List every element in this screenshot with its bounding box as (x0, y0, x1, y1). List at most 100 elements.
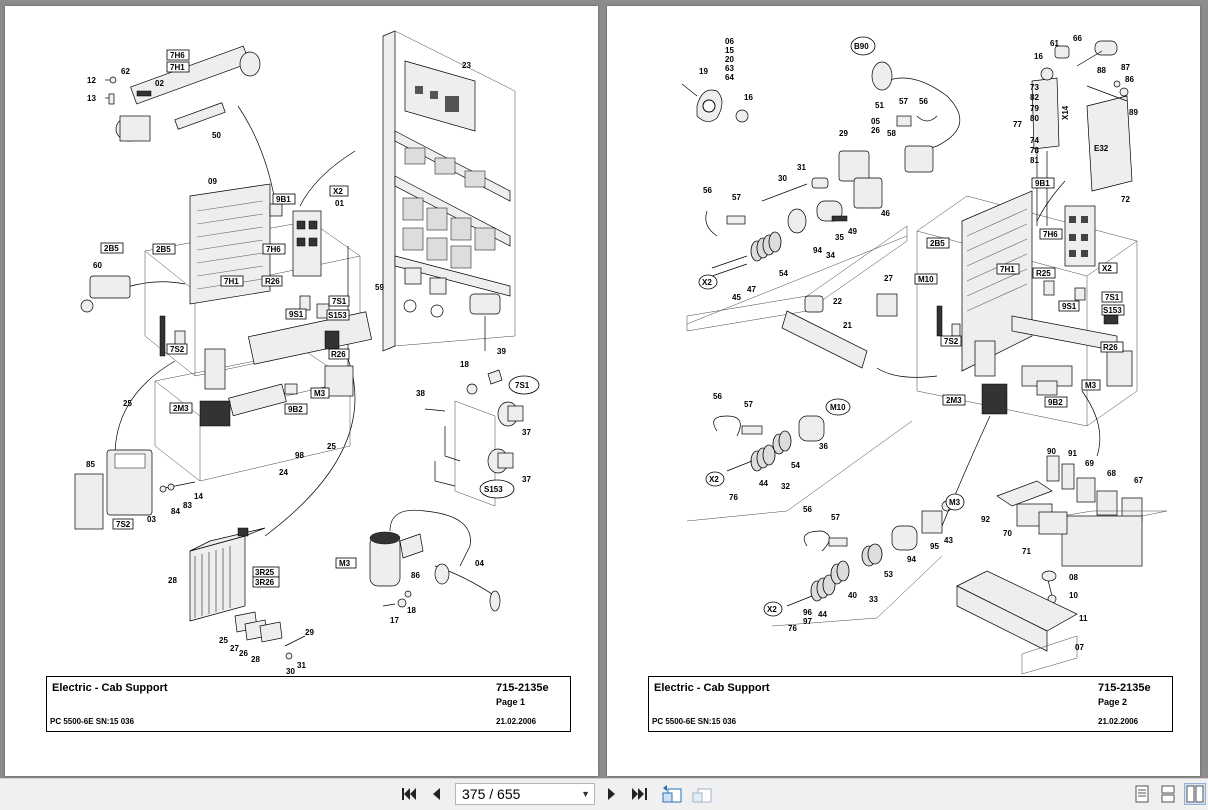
go-forward-button[interactable] (690, 783, 714, 805)
back-view-icon (662, 785, 682, 803)
svg-text:87: 87 (1121, 63, 1130, 72)
svg-text:80: 80 (1030, 114, 1039, 123)
svg-text:7H1: 7H1 (1000, 265, 1015, 274)
svg-text:25: 25 (327, 442, 336, 451)
svg-text:78: 78 (1030, 146, 1039, 155)
svg-text:38: 38 (416, 389, 425, 398)
chevron-down-icon[interactable]: ▼ (581, 789, 590, 799)
svg-text:83: 83 (183, 501, 192, 510)
last-page-button[interactable] (628, 783, 652, 805)
svg-text:62: 62 (121, 67, 130, 76)
svg-text:2B5: 2B5 (930, 239, 945, 248)
svg-text:60: 60 (93, 261, 102, 270)
svg-text:7S2: 7S2 (116, 520, 131, 529)
svg-text:57: 57 (831, 513, 840, 522)
svg-text:49: 49 (848, 227, 857, 236)
svg-text:63: 63 (725, 64, 734, 73)
svg-text:72: 72 (1121, 195, 1130, 204)
svg-text:7H6: 7H6 (266, 245, 281, 254)
page-label: Page 1 (496, 697, 526, 707)
svg-text:54: 54 (779, 269, 788, 278)
svg-text:9B2: 9B2 (288, 405, 303, 414)
svg-text:01: 01 (335, 199, 344, 208)
svg-text:94: 94 (907, 555, 916, 564)
svg-text:94: 94 (813, 246, 822, 255)
svg-text:56: 56 (713, 392, 722, 401)
svg-text:04: 04 (475, 559, 484, 568)
svg-text:34: 34 (826, 251, 835, 260)
svg-text:R25: R25 (1036, 269, 1051, 278)
svg-text:35: 35 (835, 233, 844, 242)
page-number-input[interactable]: 375 / 655 ▼ (455, 783, 595, 805)
svg-text:32: 32 (781, 482, 790, 491)
svg-text:18: 18 (460, 360, 469, 369)
svg-text:57: 57 (732, 193, 741, 202)
svg-text:7H6: 7H6 (170, 51, 185, 60)
svg-text:9B1: 9B1 (1035, 179, 1050, 188)
svg-text:X14: X14 (1061, 105, 1070, 120)
title-block: Electric - Cab Support 715-2135e Page 1 … (46, 676, 571, 732)
svg-text:X2: X2 (709, 475, 719, 484)
drawing-title: Electric - Cab Support (654, 682, 770, 694)
title-block: Electric - Cab Support 715-2135e Page 2 … (648, 676, 1173, 732)
svg-text:43: 43 (944, 536, 953, 545)
page-number-value: 375 / 655 (462, 786, 521, 802)
svg-text:12: 12 (87, 76, 96, 85)
svg-text:M3: M3 (949, 498, 961, 507)
drawing-date: 21.02.2006 (1098, 717, 1139, 726)
svg-text:91: 91 (1068, 449, 1077, 458)
svg-text:56: 56 (919, 97, 928, 106)
svg-text:M3: M3 (1085, 381, 1097, 390)
go-back-button[interactable] (660, 783, 684, 805)
svg-text:37: 37 (522, 428, 531, 437)
single-page-view-button[interactable] (1132, 783, 1152, 805)
svg-text:51: 51 (875, 101, 884, 110)
two-page-view-button[interactable] (1184, 783, 1206, 805)
svg-text:13: 13 (87, 94, 96, 103)
page-1: 7H6 7H1 02 62 12 13 50 09 9B1 X2 01 7H6 … (5, 6, 598, 776)
previous-page-button[interactable] (426, 783, 446, 805)
svg-text:79: 79 (1030, 104, 1039, 113)
svg-text:31: 31 (297, 661, 306, 670)
first-page-icon (402, 788, 416, 800)
svg-text:29: 29 (839, 129, 848, 138)
svg-text:76: 76 (729, 493, 738, 502)
svg-text:7S1: 7S1 (515, 381, 530, 390)
svg-text:57: 57 (899, 97, 908, 106)
svg-text:18: 18 (407, 606, 416, 615)
svg-text:27: 27 (230, 644, 239, 653)
svg-text:44: 44 (759, 479, 768, 488)
svg-text:25: 25 (219, 636, 228, 645)
svg-text:57: 57 (744, 400, 753, 409)
svg-text:7H1: 7H1 (224, 277, 239, 286)
svg-text:25: 25 (123, 399, 132, 408)
exploded-parts-diagram-1: 7H6 7H1 02 62 12 13 50 09 9B1 X2 01 7H6 … (74, 30, 540, 676)
svg-text:05: 05 (871, 117, 880, 126)
continuous-view-button[interactable] (1158, 783, 1178, 805)
svg-text:7S2: 7S2 (944, 337, 959, 346)
svg-text:X2: X2 (1102, 264, 1112, 273)
next-page-icon (608, 788, 615, 800)
svg-text:74: 74 (1030, 136, 1039, 145)
svg-text:70: 70 (1003, 529, 1012, 538)
svg-text:96: 96 (803, 608, 812, 617)
svg-text:M3: M3 (314, 389, 326, 398)
document-number: 715-2135e (496, 682, 549, 694)
svg-text:17: 17 (390, 616, 399, 625)
svg-text:27: 27 (884, 274, 893, 283)
svg-text:R26: R26 (265, 277, 280, 286)
svg-text:98: 98 (295, 451, 304, 460)
svg-text:92: 92 (981, 515, 990, 524)
single-page-icon (1135, 785, 1149, 803)
navigation-toolbar: 375 / 655 ▼ (0, 778, 1208, 810)
svg-text:68: 68 (1107, 469, 1116, 478)
svg-text:44: 44 (818, 610, 827, 619)
svg-text:97: 97 (803, 617, 812, 626)
svg-text:47: 47 (747, 285, 756, 294)
next-page-button[interactable] (602, 783, 622, 805)
svg-text:7S2: 7S2 (170, 345, 185, 354)
first-page-button[interactable] (398, 783, 420, 805)
svg-text:9B1: 9B1 (276, 195, 291, 204)
